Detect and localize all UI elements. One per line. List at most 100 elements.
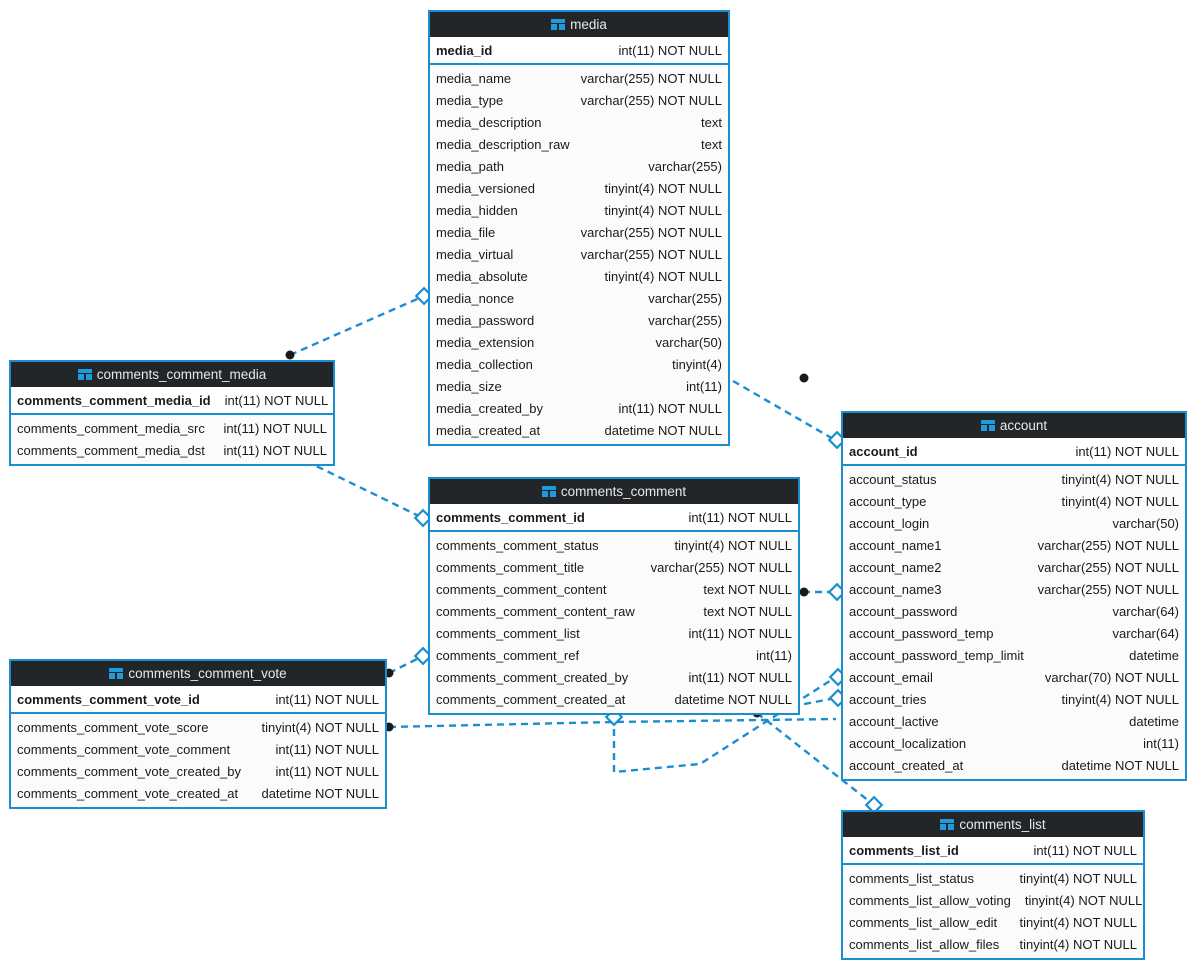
table-icon	[77, 369, 92, 380]
primary-key-section: comments_list_id int(11) NOT NULL	[843, 837, 1143, 865]
field-name: comments_comment_created_by	[436, 669, 629, 685]
field-type: int(11) NOT NULL	[618, 400, 722, 416]
table-icon	[551, 19, 566, 30]
field-row: comments_comment_created_by int(11) NOT N…	[430, 666, 798, 688]
field-name: account_localization	[849, 735, 967, 751]
field-type: varchar(64)	[1112, 625, 1179, 641]
field-type: varchar(70) NOT NULL	[1044, 669, 1179, 685]
field-name: comments_comment_vote_score	[17, 719, 209, 735]
field-name: account_id	[849, 443, 918, 459]
entity-header[interactable]: comments_comment	[430, 479, 798, 504]
field-type: int(11) NOT NULL	[618, 42, 722, 58]
field-name: account_name3	[849, 581, 942, 597]
field-type: int(11) NOT NULL	[275, 763, 379, 779]
entity-header[interactable]: comments_comment_vote	[11, 661, 385, 686]
field-type: datetime	[1129, 713, 1179, 729]
field-type: int(11) NOT NULL	[688, 509, 792, 525]
entity-title: comments_comment_media	[96, 367, 267, 382]
field-name: media_file	[436, 224, 496, 240]
field-type: tinyint(4) NOT NULL	[1019, 914, 1137, 930]
field-name: media_type	[436, 92, 504, 108]
field-name: comments_comment_vote_created_by	[17, 763, 242, 779]
field-name: comments_comment_ref	[436, 647, 580, 663]
entity-header[interactable]: media	[430, 12, 728, 37]
entity-title: comments_comment_vote	[128, 666, 287, 681]
field-type: varchar(255) NOT NULL	[580, 224, 722, 240]
field-name: media_description	[436, 114, 542, 130]
field-name: media_collection	[436, 356, 533, 372]
field-name: comments_list_id	[849, 842, 959, 858]
field-name: media_path	[436, 158, 504, 174]
entity-header[interactable]: comments_list	[843, 812, 1143, 837]
field-row: account_lactive datetime	[843, 710, 1185, 732]
field-type: text NOT NULL	[703, 581, 792, 597]
entity-title: comments_list	[959, 817, 1046, 832]
field-name: account_login	[849, 515, 930, 531]
field-type: int(11) NOT NULL	[275, 741, 379, 757]
field-type: int(11) NOT NULL	[688, 625, 792, 641]
entity-table-comments_comment_vote[interactable]: comments_comment_vote comments_comment_vo…	[9, 659, 387, 809]
field-type: int(11) NOT NULL	[275, 691, 379, 707]
field-row: comments_comment_vote_created_at datetime…	[11, 782, 385, 804]
link-media-account	[732, 379, 836, 442]
entity-table-comments_comment_media[interactable]: comments_comment_media comments_comment_m…	[9, 360, 335, 466]
field-type: tinyint(4) NOT NULL	[604, 202, 722, 218]
field-type: varchar(255)	[648, 158, 722, 174]
field-name: comments_comment_title	[436, 559, 585, 575]
field-name: comments_list_allow_files	[849, 936, 1000, 952]
field-name: comments_list_allow_voting	[849, 892, 1011, 908]
field-type: datetime NOT NULL	[1061, 757, 1179, 773]
field-type: tinyint(4)	[672, 356, 722, 372]
field-type: varchar(255) NOT NULL	[650, 559, 792, 575]
field-type: tinyint(4) NOT NULL	[1061, 691, 1179, 707]
link-comments_comment_vote-account	[388, 717, 837, 729]
field-name: media_description_raw	[436, 136, 570, 152]
field-name: account_lactive	[849, 713, 939, 729]
field-type: datetime NOT NULL	[261, 785, 379, 801]
field-type: varchar(50)	[655, 334, 722, 350]
field-type: int(11) NOT NULL	[688, 669, 792, 685]
field-name: account_password	[849, 603, 958, 619]
entity-header[interactable]: account	[843, 413, 1185, 438]
field-name: account_password_temp	[849, 625, 994, 641]
field-type: int(11) NOT NULL	[1033, 842, 1137, 858]
field-row: comments_comment_vote_created_by int(11) …	[11, 760, 385, 782]
field-name: comments_comment_list	[436, 625, 580, 641]
entity-header[interactable]: comments_comment_media	[11, 362, 333, 387]
field-type: varchar(64)	[1112, 603, 1179, 619]
field-name: comments_comment_vote_created_at	[17, 785, 239, 801]
field-name: comments_comment_media_id	[17, 392, 211, 408]
field-type: varchar(255) NOT NULL	[1037, 559, 1179, 575]
field-type: varchar(255)	[648, 290, 722, 306]
field-type: varchar(50)	[1112, 515, 1179, 531]
field-type: int(11)	[686, 378, 722, 394]
field-name: account_created_at	[849, 757, 964, 773]
field-name: comments_comment_media_src	[17, 420, 205, 436]
field-type: tinyint(4) NOT NULL	[1061, 471, 1179, 487]
